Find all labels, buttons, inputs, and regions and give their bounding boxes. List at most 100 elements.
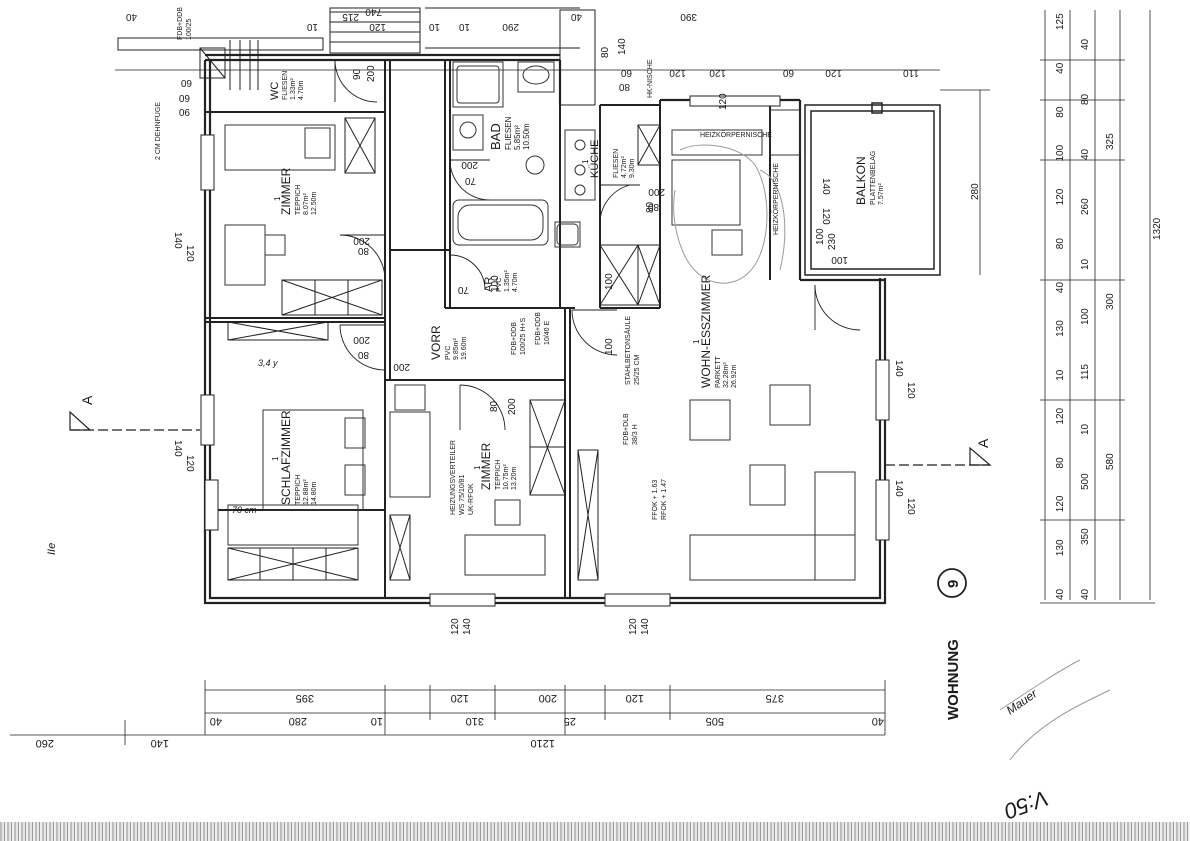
dims-right-col3-0: 325 xyxy=(1105,133,1116,150)
dim-bottom-r2-2: 10 xyxy=(371,715,383,727)
dim-open-0: 120 xyxy=(450,618,461,635)
dims-right-col1-13: 40 xyxy=(1055,588,1066,600)
dims-right-col1-2: 80 xyxy=(1055,106,1066,118)
dim-top2-0: 60 xyxy=(180,77,192,88)
unit-label: WOHNUNG xyxy=(945,639,962,720)
room-name: BALKON xyxy=(854,156,868,205)
interior-dimension-texts: 80 200 70 200 80 200 80 200 80 200 90 20… xyxy=(178,65,848,415)
room-height: 26.92m xyxy=(731,364,738,388)
dim-bottom-r2-6: 40 xyxy=(872,715,884,727)
annotation-heizkoerpernische-side: HEIZKÖRPERNISCHE xyxy=(772,163,780,235)
handwritten-mauer: Mauer xyxy=(1004,686,1041,718)
dim-top-4: 290 xyxy=(502,21,519,32)
room-area: 10.75m² xyxy=(503,464,510,490)
dim-bottom-r1-3: 120 xyxy=(626,692,644,704)
dim-top-9: 10 xyxy=(458,21,470,32)
annotation-heizungsverteiler-uk: UK-RFOK xyxy=(468,483,475,515)
annotation-heizungsverteiler: HEIZUNGSVERTEILER xyxy=(450,440,457,515)
balcony xyxy=(804,102,941,276)
handwritten-34y: 3,4 y xyxy=(258,358,278,368)
dim-misc-15: 60 xyxy=(620,67,632,78)
dim-misc-19: 100 xyxy=(604,338,615,355)
dim-open-5: 120 xyxy=(184,245,195,262)
dims-right-col2-1: 80 xyxy=(1080,93,1091,105)
dim-top2-3: 120 xyxy=(825,67,842,78)
room-height: 9.30m xyxy=(629,158,636,178)
room-area: 7.57m² xyxy=(878,183,885,205)
dims-right-col1-10: 80 xyxy=(1055,457,1066,469)
dim-bottom-r1-1: 120 xyxy=(451,692,469,704)
dim-bottom-r2-0: 40 xyxy=(210,715,222,727)
dims-right-col1-8: 10 xyxy=(1055,369,1066,381)
dim-open-13: 230 xyxy=(827,233,838,250)
dim-misc-21: 70 xyxy=(457,284,469,295)
dims-right-col2-2: 40 xyxy=(1080,148,1091,160)
dims-right-col2-10: 40 xyxy=(1080,588,1091,600)
entry-stair-block xyxy=(117,7,596,106)
furniture xyxy=(224,109,856,581)
room-height: 10.50m xyxy=(522,123,531,150)
room-name: AR xyxy=(483,277,495,292)
sanitary-fixtures xyxy=(452,61,596,248)
dim-open-2: 120 xyxy=(628,618,639,635)
room-height: 4.70m xyxy=(298,80,305,100)
dims-right-col2-9: 350 xyxy=(1080,528,1091,545)
dim-bottom-left-1: 140 xyxy=(151,737,169,749)
dim-top-8: 10 xyxy=(428,21,440,32)
right-dimension-texts: 1254080100120804013010120801201304040804… xyxy=(1055,13,1163,600)
room-label-balkon: BALKON PLATTENBELAG 7.57m² xyxy=(854,151,885,205)
unit-title: WOHNUNG 9 xyxy=(937,568,967,720)
dim-top-2: 740 xyxy=(365,6,382,17)
dim-misc-14: 100 xyxy=(604,273,615,290)
room-area: 4.72m² xyxy=(621,156,628,178)
dims-right-col3-1: 300 xyxy=(1105,293,1116,310)
dim-top-6: 390 xyxy=(680,11,697,22)
room-area: 32.28m² xyxy=(723,362,730,388)
dims-right-col1-4: 120 xyxy=(1055,188,1066,205)
handwritten-notes: Mauer V:50 70 cm 3,4 y IIe xyxy=(46,358,1052,824)
annotation-hk-nische: HK-NISCHE xyxy=(647,59,654,98)
room-label-wc: WC FLIESEN 1.33m² 4.70m xyxy=(269,71,305,100)
dims-right-col2-5: 100 xyxy=(1080,308,1091,325)
annotation-stahlbetonsaeule: STAHLBETONSÄULE xyxy=(624,316,632,385)
pencil-sketch xyxy=(673,144,1111,761)
dim-misc-18: 200 xyxy=(393,361,410,372)
dim-open-16: 280 xyxy=(970,183,981,200)
dimension-lines xyxy=(10,10,1155,745)
room-name: KÜCHE xyxy=(589,139,601,178)
dim-bottom-r1-2: 200 xyxy=(539,692,557,704)
dim-open-9: 140 xyxy=(893,360,904,377)
annotation-fdb-2: 100/25 H+S xyxy=(520,318,527,355)
annotation-heizungsverteiler-ws: WS 75/10/81 xyxy=(459,474,466,515)
room-label-kueche: 1 KÜCHE FLIESEN 4.72m² 9.30m xyxy=(581,139,636,178)
room-floor: TEPPICH xyxy=(295,475,302,505)
room-number: 1 xyxy=(692,339,701,344)
dims-right-col1-7: 130 xyxy=(1055,320,1066,337)
room-name: WOHN-ESSZIMMER xyxy=(699,274,713,388)
room-area: 9.85m² xyxy=(453,338,460,360)
dim-misc-0: 80 xyxy=(357,245,369,256)
opening-dimension-texts: 120 140 120 140 140 120 140 120 120 140 … xyxy=(172,178,981,635)
annotation-stahlbetonsaeule-size: 25/25 CM xyxy=(634,354,641,385)
dim-misc-7: 200 xyxy=(507,398,518,415)
dims-right-col2-4: 10 xyxy=(1080,258,1091,270)
dims-right-col1-12: 130 xyxy=(1055,539,1066,556)
dims-right-col2-3: 260 xyxy=(1080,198,1091,215)
dims-right-col2-0: 40 xyxy=(1080,38,1091,50)
dim-open-8: 120 xyxy=(905,382,916,399)
dim-right-total: 1320 xyxy=(1152,217,1163,240)
dim-misc-5: 200 xyxy=(353,334,370,345)
dim-bottom-r2-4: 25 xyxy=(564,715,576,727)
room-label-bad: BAD FLIESEN 5.85m² 10.50m xyxy=(488,116,531,150)
dim-misc-12: 60 xyxy=(178,92,190,103)
dim-open-11: 120 xyxy=(905,498,916,515)
dim-top2-1: 120 xyxy=(669,67,686,78)
room-label-zimmer2: 1 ZIMMER TEPPICH 10.75m² 13.20m xyxy=(473,442,518,490)
handwritten-70cm: 70 cm xyxy=(232,505,257,515)
wardrobes xyxy=(227,117,661,581)
room-area: 1.35m² xyxy=(504,270,511,292)
dim-open-3: 140 xyxy=(640,618,651,635)
dim-top2-6: 140 xyxy=(617,38,628,55)
dim-top-7: 10 xyxy=(306,21,318,32)
